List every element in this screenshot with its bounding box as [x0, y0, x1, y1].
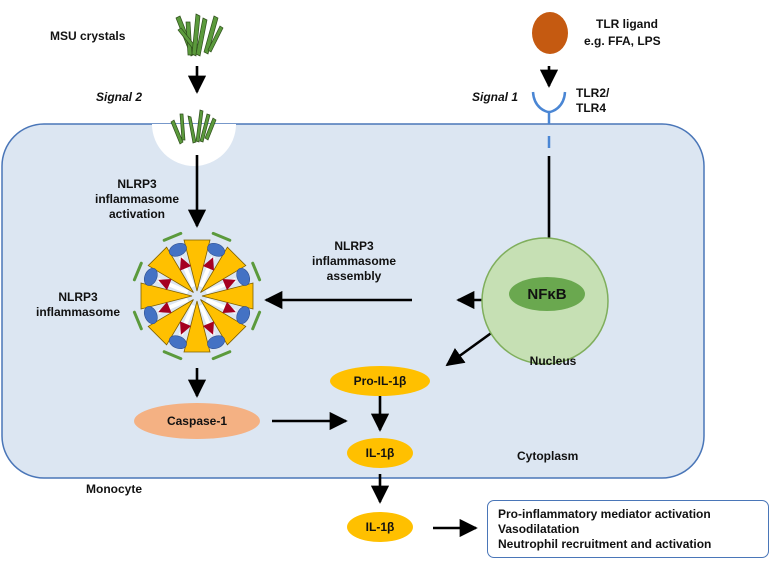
inflammasome-pyd	[143, 306, 158, 325]
inflammasome-domain	[158, 301, 172, 313]
msu-crystals-icon	[175, 13, 224, 57]
inflammasome-crystal	[211, 231, 232, 242]
inflammasome-pyd	[168, 335, 187, 350]
inflammasome-crystal	[162, 231, 183, 242]
inflammasome-wedge	[200, 246, 247, 293]
nfkb-label: NFκB	[527, 286, 566, 303]
signal1-label: Signal 1	[472, 90, 518, 104]
inflammasome-crystal	[251, 261, 262, 282]
caspase1-label: Caspase-1	[167, 414, 227, 428]
inflammasome-pyd	[207, 242, 226, 257]
pro-il1b-node	[330, 366, 430, 396]
inflammasome-pyd	[143, 267, 158, 286]
il1b-node-outside	[347, 512, 413, 542]
inflammasome-pyd	[236, 267, 251, 286]
inflammasome-crystal	[132, 261, 143, 282]
activation-label-line1: NLRP3	[117, 177, 157, 191]
outcome-item: Neutrophil recruitment and activation	[498, 537, 712, 551]
inflammasome-domain	[158, 279, 172, 291]
inflammasome-crystal	[211, 350, 232, 361]
internalized-crystals-icon	[170, 109, 217, 145]
tlr-receptor-label-line1: TLR2/	[576, 86, 610, 100]
inflammasome-domain	[180, 257, 192, 271]
outcomes-box: Pro-inflammatory mediator activation Vas…	[487, 500, 769, 558]
inflammasome-domain	[222, 279, 236, 291]
outcome-item: Vasodilatation	[498, 522, 580, 536]
inflammasome-crystal	[251, 310, 262, 331]
inflammasome-wedge	[200, 299, 247, 346]
tlr-receptor-icon	[531, 91, 567, 148]
inflammasome-domain	[202, 257, 214, 271]
il1b-node-inside	[347, 438, 413, 468]
caspase1-node	[134, 403, 260, 439]
assembly-label-line3: assembly	[327, 269, 382, 283]
tlr-ligand-label-line1: TLR ligand	[596, 17, 658, 31]
msu-crystals-label: MSU crystals	[50, 29, 126, 43]
nucleus-label: Nucleus	[530, 354, 577, 368]
nfkb-node	[509, 277, 585, 311]
pro-il1b-label: Pro-IL-1β	[354, 374, 407, 388]
inflammasome-label-line2: inflammasome	[36, 305, 120, 319]
inflammasome-pyd	[168, 242, 187, 257]
activation-label-line2: inflammasome	[95, 192, 179, 206]
tlr-ligand-icon	[532, 12, 568, 54]
inflammasome-domain	[222, 301, 236, 313]
activation-label-line3: activation	[109, 207, 165, 221]
nlrp3-inflammasome-icon	[132, 231, 262, 361]
pathway-arrows	[187, 66, 559, 538]
tlr-ligand-label-line2: e.g. FFA, LPS	[584, 34, 661, 48]
inflammasome-wedge	[147, 299, 194, 346]
inflammasome-domain	[180, 321, 192, 335]
signal2-label: Signal 2	[96, 90, 142, 104]
inflammasome-crystal	[162, 350, 183, 361]
inflammasome-domain	[202, 321, 214, 335]
membrane-notch	[152, 124, 236, 166]
tlr-receptor-label-line2: TLR4	[576, 101, 606, 115]
inflammasome-pyd	[236, 306, 251, 325]
assembly-label-line1: NLRP3	[334, 239, 374, 253]
il1b-outside-label: IL-1β	[366, 520, 395, 534]
inflammasome-wedge	[147, 246, 194, 293]
assembly-label-line2: inflammasome	[312, 254, 396, 268]
inflammasome-label-line1: NLRP3	[58, 290, 98, 304]
monocyte-label: Monocyte	[86, 482, 142, 496]
cytoplasm-label: Cytoplasm	[517, 449, 578, 463]
inflammasome-crystal	[132, 310, 143, 331]
il1b-inside-label: IL-1β	[366, 446, 395, 460]
outcome-item: Pro-inflammatory mediator activation	[498, 507, 711, 521]
inflammasome-pyd	[207, 335, 226, 350]
